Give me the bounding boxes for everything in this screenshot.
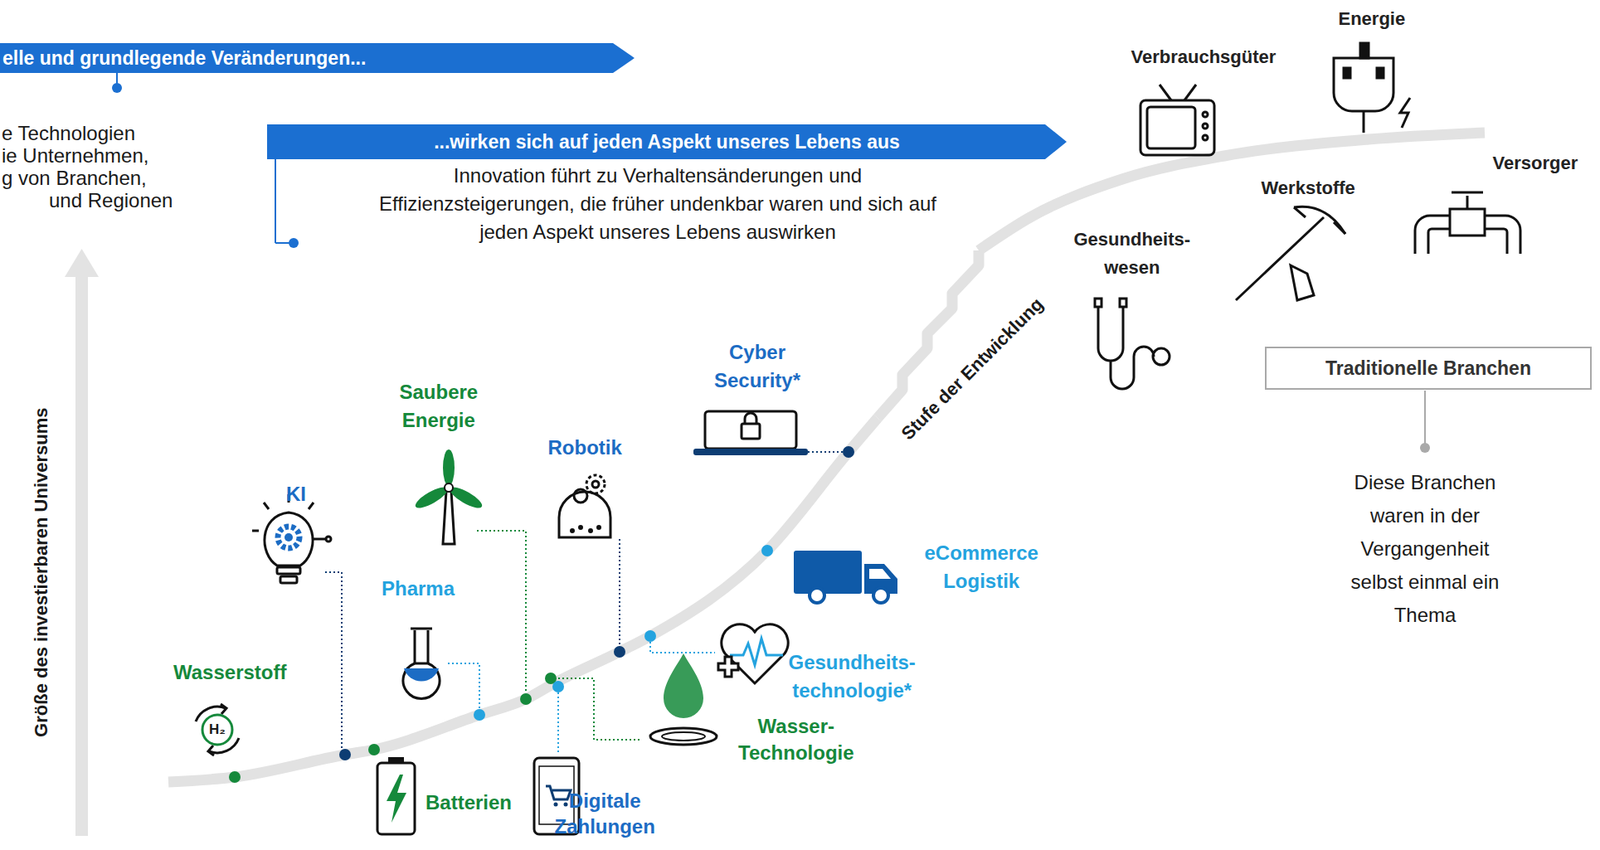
theme-label: Wasserstoff xyxy=(173,661,287,686)
development-curve xyxy=(168,132,1485,783)
theme-label: Robotik xyxy=(548,436,623,461)
curve-dot xyxy=(228,446,855,783)
node-text: elle und grundlegende Veränderungen... xyxy=(2,47,366,70)
flask-icon xyxy=(403,628,440,699)
leader-line xyxy=(325,452,843,755)
body-text: Innovation führt zu Verhaltensänderungen… xyxy=(361,161,955,247)
theme-label: KI xyxy=(286,482,307,507)
industry-label: Werkstoffe xyxy=(1261,177,1356,200)
plug-icon xyxy=(1333,43,1411,133)
axis-label: Größe des investierbaren Universums xyxy=(30,408,53,738)
node-text: Traditionelle Branchen xyxy=(1325,357,1532,380)
bulb-icon xyxy=(252,494,331,584)
industry-label: Gesundheits- wesen xyxy=(1074,225,1192,283)
body-text: ie Unternehmen, xyxy=(1,144,149,169)
truck-icon xyxy=(793,550,898,604)
leader-line xyxy=(275,159,291,244)
theme-label: Saubere Energie xyxy=(399,378,479,435)
industry-label: Verbrauchsgüter xyxy=(1131,46,1277,69)
laptop-icon xyxy=(693,411,808,456)
body-text: g von Branchen, xyxy=(1,166,147,191)
icon-text: H₂ xyxy=(209,721,226,739)
leader-dot xyxy=(1420,442,1430,453)
theme-label: Wasser- Technologie xyxy=(738,713,855,767)
heart-icon xyxy=(718,624,788,684)
note-text: Diese Branchen waren in der Vergangenhei… xyxy=(1333,466,1517,633)
theme-label: Digitale Zahlungen xyxy=(554,787,656,840)
industry-label: Energie xyxy=(1338,8,1406,30)
banner-arrow: ...wirken sich auf jeden Aspekt unseres … xyxy=(267,124,1067,160)
theme-label: Cyber Security* xyxy=(714,338,801,395)
banner-arrow: elle und grundlegende Veränderungen... xyxy=(0,43,635,73)
hydrogen-icon xyxy=(195,704,239,756)
banner-shape xyxy=(0,43,635,73)
battery-icon xyxy=(377,757,415,835)
theme-label: Batterien xyxy=(425,791,512,816)
body-text: und Regionen xyxy=(48,189,173,214)
leader-line xyxy=(1424,390,1426,445)
leader-line xyxy=(116,72,118,87)
wind-turbine-icon xyxy=(413,449,486,545)
stethoscope-icon xyxy=(1094,298,1170,390)
leader-dot xyxy=(288,238,299,249)
node-text: ...wirken sich auf jeden Aspekt unseres … xyxy=(433,131,900,154)
development-curve xyxy=(168,418,878,783)
axis-arrow xyxy=(64,248,99,837)
theme-label: Gesundheits- technologie* xyxy=(788,648,916,706)
body-text: e Technologien xyxy=(1,121,136,146)
tv-icon xyxy=(1140,84,1215,156)
banner-shape xyxy=(267,124,1067,160)
water-drop-icon xyxy=(650,653,717,745)
curve-label: Stufe der Entwicklung xyxy=(896,293,1048,445)
pipe-valve-icon xyxy=(1415,192,1521,254)
theme-label: eCommerce Logistik xyxy=(924,539,1039,596)
pickaxe-icon xyxy=(1235,206,1346,301)
category-box: Traditionelle Branchen xyxy=(1264,346,1592,390)
industry-label: Versorger xyxy=(1493,152,1579,175)
robot-icon xyxy=(559,475,611,538)
theme-label: Pharma xyxy=(381,577,455,602)
